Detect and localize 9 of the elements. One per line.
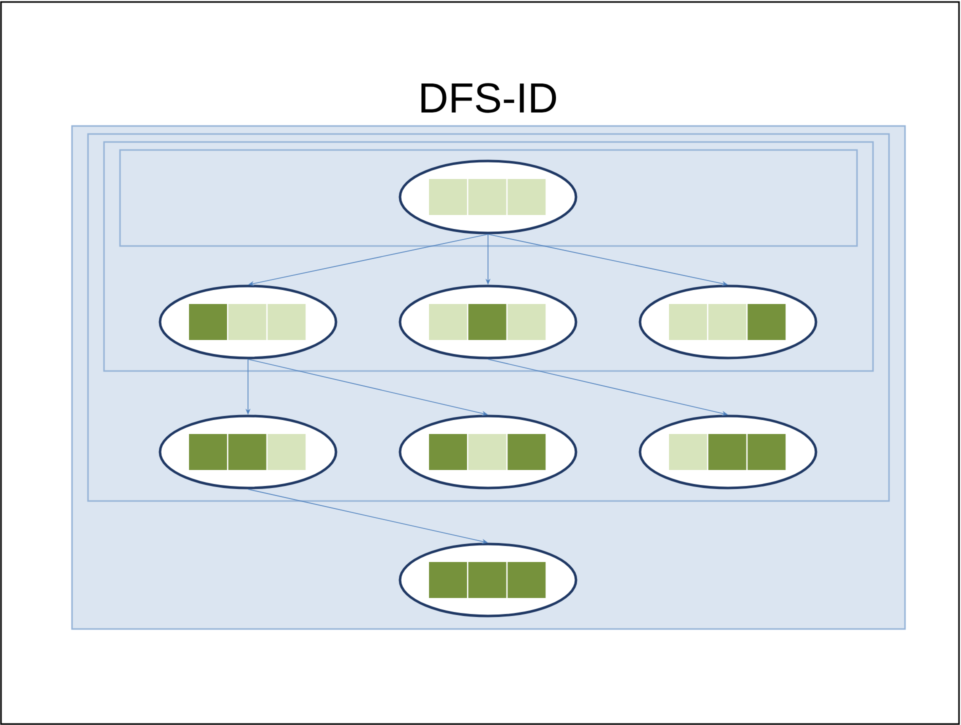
state-ellipse	[638, 284, 818, 360]
title: DFS-ID	[421, 83, 556, 113]
state-ellipse	[638, 414, 818, 490]
state-ellipse	[158, 284, 338, 360]
state-ellipse	[398, 414, 578, 490]
state-ellipse	[398, 160, 578, 234]
state-ellipse	[398, 284, 578, 360]
state-ellipse	[398, 542, 578, 618]
state-ellipse	[158, 414, 338, 490]
